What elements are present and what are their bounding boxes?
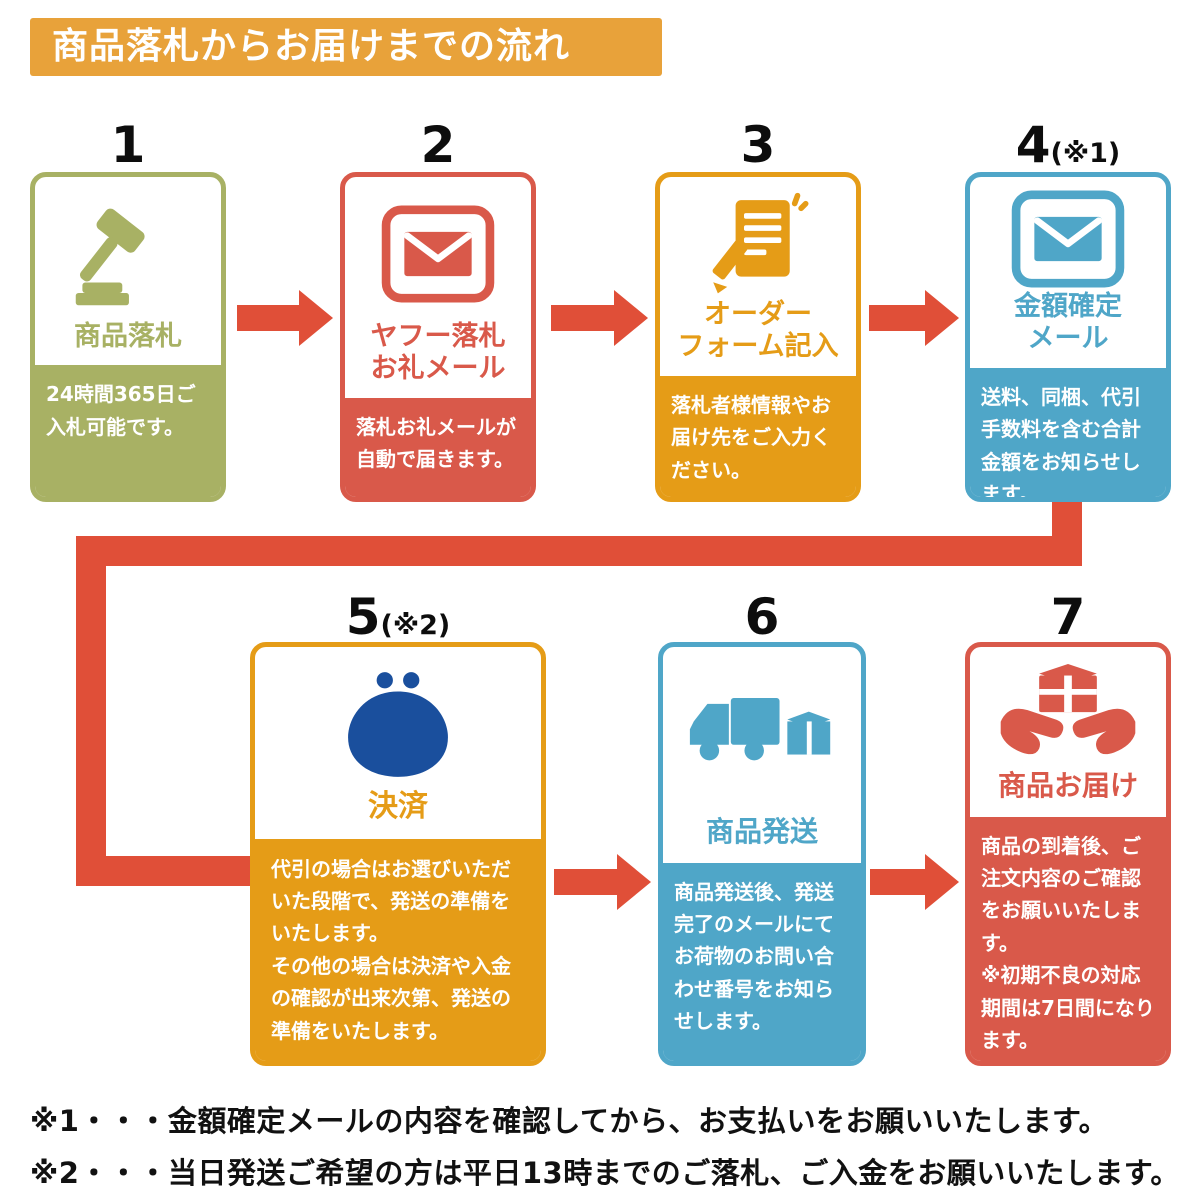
step-description: 商品発送後、発送完了のメールにてお荷物のお問い合わせ番号をお知らせします。 — [663, 862, 861, 1061]
arrow-right-icon — [551, 290, 648, 346]
footnote-2: ※2・・・当日発送ご希望の方は平日13時までのご落札、ご入金をお願いいたします。 — [30, 1156, 1180, 1190]
step-description: 落札お礼メールが自動で届きます。 — [345, 397, 531, 497]
arrow-right-icon — [869, 290, 959, 346]
step-number-3: 3 — [740, 116, 776, 174]
step-card-thanks-mail: ヤフー落札 お礼メール 落札お礼メールが自動で届きます。 — [340, 172, 536, 502]
step-number-4: 4(※1) — [1015, 116, 1121, 174]
arrow-right-icon — [237, 290, 333, 346]
hands-package-icon — [970, 661, 1166, 767]
step-card-payment: 決済 代引の場合はお選びいただいた段階で、発送の準備をいたします。 その他の場合… — [250, 642, 546, 1066]
flow-connector — [76, 536, 106, 886]
arrow-right-icon — [870, 854, 959, 910]
step-card-order-form: オーダー フォーム記入 落札者様情報やお届け先をご入力ください。 — [655, 172, 861, 502]
step-title: 商品落札 — [74, 321, 182, 352]
gavel-icon — [35, 189, 221, 319]
flow-connector — [76, 536, 1082, 566]
step-description: 商品の到着後、ご注文内容のご確認をお願いいたします。 ※初期不良の対応期間は7日… — [970, 816, 1166, 1061]
step-title: 金額確定 メール — [1014, 291, 1122, 355]
step-title: 決済 — [368, 788, 428, 824]
step-card-price-mail: 金額確定 メール 送料、同梱、代引手数料を含む合計金額をお知らせします。 — [965, 172, 1171, 502]
step-description: 代引の場合はお選びいただいた段階で、発送の準備をいたします。 その他の場合は決済… — [255, 838, 541, 1061]
mail-icon — [970, 189, 1166, 289]
step-description: 送料、同梱、代引手数料を含む合計金額をお知らせします。 — [970, 367, 1166, 497]
step-card-shipping: 商品発送 商品発送後、発送完了のメールにてお荷物のお問い合わせ番号をお知らせしま… — [658, 642, 866, 1066]
step-description: 24時間365日ご入札可能です。 — [35, 365, 221, 497]
step-card-auction: 商品落札 24時間365日ご入札可能です。 — [30, 172, 226, 502]
order-form-icon — [660, 189, 856, 297]
step-title: 商品発送 — [705, 815, 818, 848]
step-number-1: 1 — [110, 116, 146, 174]
page-title: 商品落札からお届けまでの流れ — [30, 18, 662, 76]
mail-icon — [345, 189, 531, 319]
step-number-6: 6 — [744, 588, 780, 646]
coin-purse-icon — [255, 661, 541, 787]
step-title: オーダー フォーム記入 — [677, 299, 839, 363]
step-title: ヤフー落札 お礼メール — [370, 321, 506, 385]
step-number-5: 5(※2) — [345, 588, 451, 646]
step-title: 商品お届け — [997, 769, 1138, 802]
step-number-2: 2 — [420, 116, 456, 174]
flow-connector — [76, 856, 254, 886]
delivery-truck-icon — [663, 661, 861, 813]
footnote-1: ※1・・・金額確定メールの内容を確認してから、お支払いをお願いいたします。 — [30, 1104, 1109, 1138]
arrow-right-icon — [554, 854, 651, 910]
step-description: 落札者様情報やお届け先をご入力ください。 — [660, 375, 856, 497]
step-number-7: 7 — [1050, 588, 1086, 646]
step-card-delivery: 商品お届け 商品の到着後、ご注文内容のご確認をお願いいたします。 ※初期不良の対… — [965, 642, 1171, 1066]
